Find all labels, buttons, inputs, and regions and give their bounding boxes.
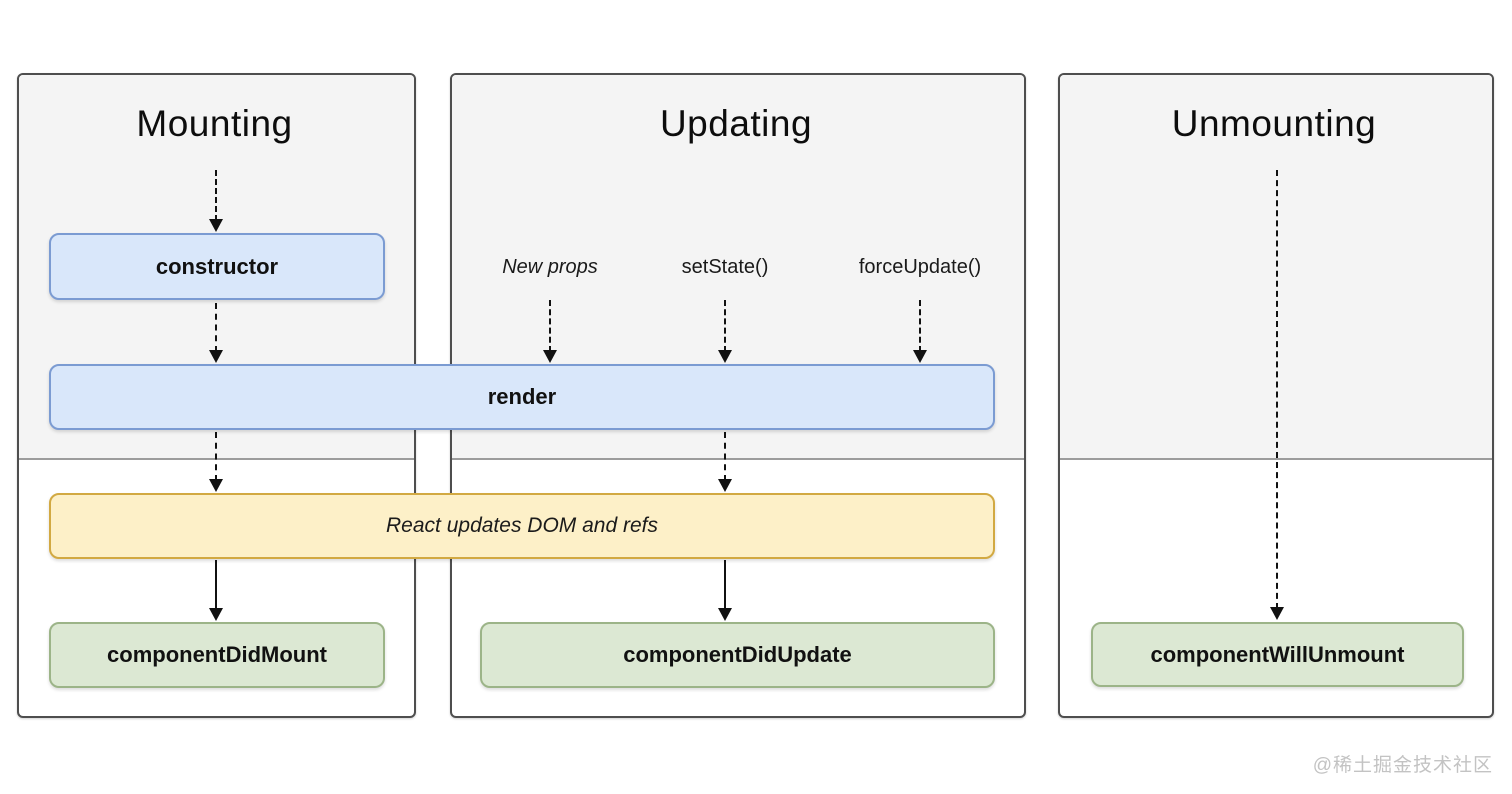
arrowhead-icon: [209, 219, 223, 232]
arrowhead-icon: [209, 608, 223, 621]
arrowhead-icon: [718, 350, 732, 363]
component-did-update-box: componentDidUpdate: [480, 622, 995, 688]
updating-title: Updating: [659, 103, 813, 144]
set-state-label: setState(): [681, 256, 769, 278]
watermark-text: @稀土掘金技术社区: [1312, 755, 1493, 776]
arrowhead-icon: [718, 608, 732, 621]
arrowhead-icon: [209, 350, 223, 363]
react-updates-dom-box: React updates DOM and refs: [49, 493, 995, 559]
render-box: render: [49, 364, 995, 430]
arrowhead-icon: [718, 479, 732, 492]
force-update-label: forceUpdate(): [858, 256, 982, 278]
new-props-label: New props: [502, 256, 598, 278]
constructor-box: constructor: [49, 233, 385, 300]
arrowhead-icon: [543, 350, 557, 363]
arrowhead-icon: [209, 479, 223, 492]
arrowhead-icon: [913, 350, 927, 363]
component-did-mount-box: componentDidMount: [49, 622, 385, 688]
unmounting-title: Unmounting: [1171, 103, 1377, 144]
component-will-unmount-box: componentWillUnmount: [1091, 622, 1464, 687]
arrowhead-icon: [1270, 607, 1284, 620]
mounting-title: Mounting: [136, 103, 293, 144]
